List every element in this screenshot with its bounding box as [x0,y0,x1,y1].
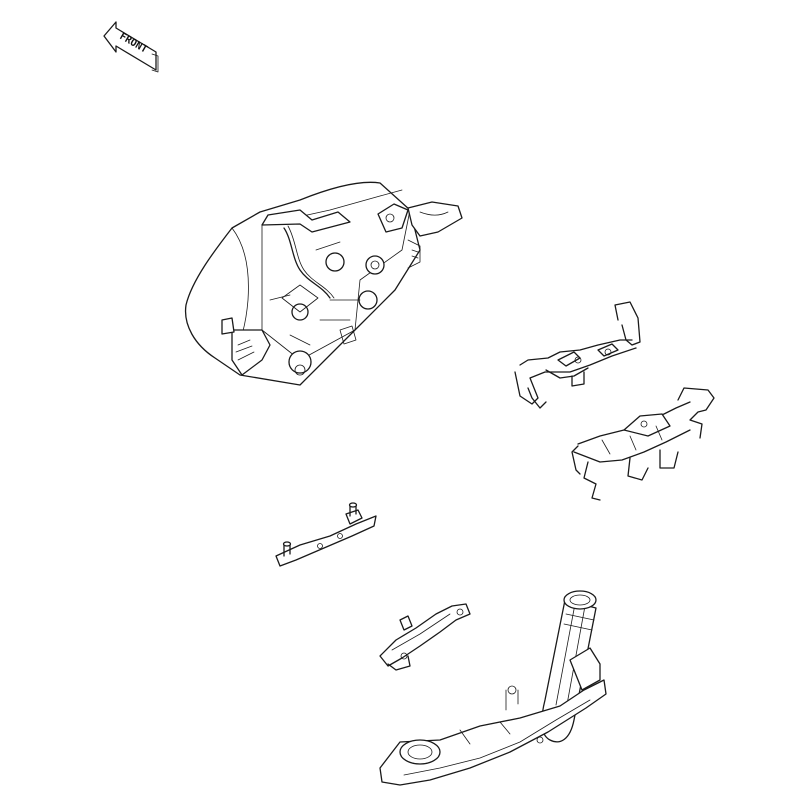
front-direction-marker: FRONT [103,21,159,73]
headlight-bracket-upper [514,301,641,409]
left-arrow-icon [103,21,157,71]
headlight-bracket-lower [571,387,715,501]
headlight-assembly [184,181,463,386]
steering-stem [379,590,607,786]
mounting-plate [275,502,377,567]
small-stay [379,603,471,671]
